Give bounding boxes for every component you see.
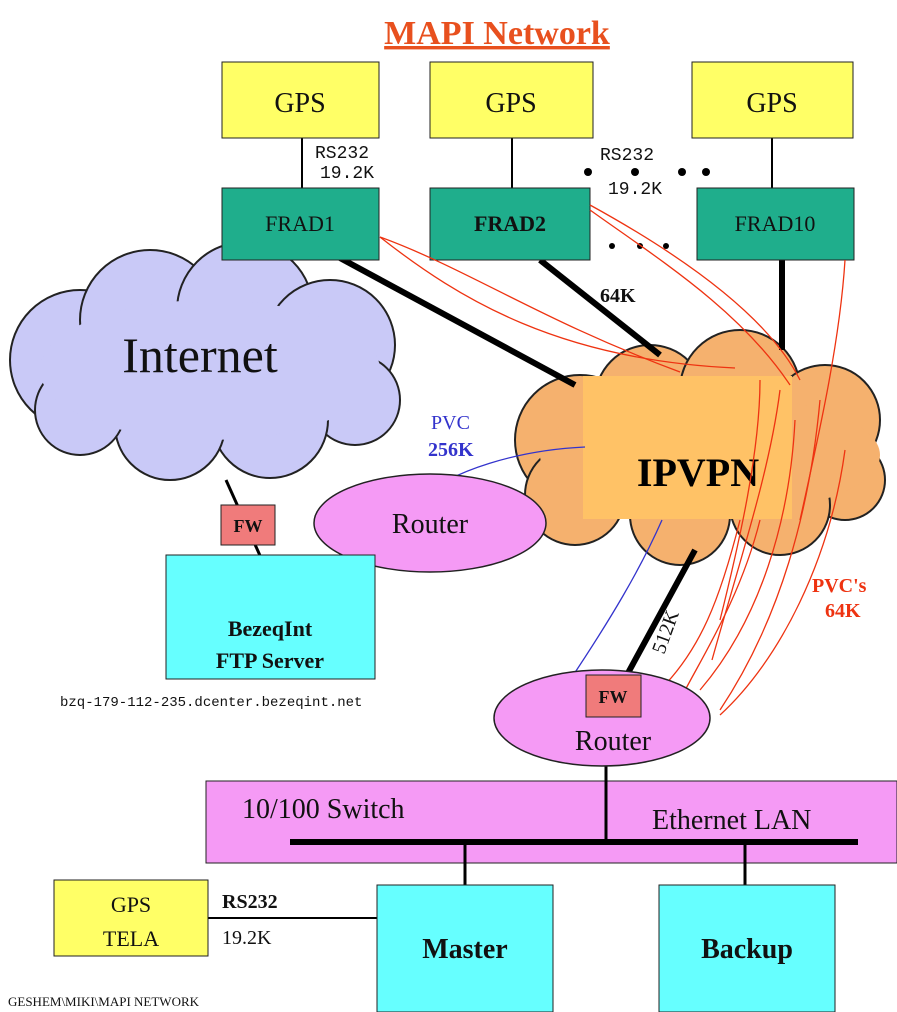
link-ipvpn-router — [625, 548, 698, 675]
link-64k-label: 64K — [600, 285, 636, 307]
ftp-server-name: BezeqInt — [228, 616, 313, 641]
switch-label: 10/100 Switch — [242, 794, 405, 825]
tela-rs232-speed: 19.2K — [222, 927, 272, 949]
ethernet-switch — [205, 780, 897, 864]
ftp-server-type: FTP Server — [216, 648, 324, 673]
frad-label-2: FRAD2 — [474, 211, 546, 236]
gps-label-2: GPS — [485, 88, 536, 119]
gps-tela-box: GPS TELA — [53, 879, 209, 957]
router-lower: Router — [493, 669, 711, 767]
gps-box-2: GPS — [429, 61, 594, 139]
footer-caption: GESHEM\MIKI\MAPI NETWORK — [8, 994, 200, 1009]
pvc-label: PVC — [431, 412, 470, 434]
link-frad1-ipvpn — [338, 255, 577, 388]
ipvpn-label: IPVPN — [637, 450, 759, 495]
master-server: Master — [376, 884, 554, 1012]
lan-label: Ethernet LAN — [652, 805, 811, 836]
router-left-label: Router — [392, 509, 469, 540]
gps-tela-label-1: GPS — [111, 892, 151, 917]
firewall-internet: FW — [220, 504, 276, 546]
backup-server: Backup — [658, 884, 836, 1012]
firewall-router: FW — [585, 674, 642, 718]
frad-label-1: FRAD1 — [265, 211, 335, 236]
frad-box-1: FRAD1 — [221, 187, 380, 261]
diagram-title: MAPI Network — [384, 15, 610, 52]
gps-tela-label-2: TELA — [103, 926, 159, 951]
router-left: Router — [313, 473, 547, 573]
gps-box-1: GPS — [221, 61, 380, 139]
gps-label-1: GPS — [274, 88, 325, 119]
firewall-router-label: FW — [599, 687, 628, 707]
internet-cloud: Internet — [9, 241, 401, 481]
rs232-label-2: RS232 — [600, 146, 654, 166]
pvc-lines-red — [379, 204, 846, 716]
backup-label: Backup — [701, 934, 793, 965]
ellipsis-dots-upper — [584, 168, 710, 176]
firewall-internet-label: FW — [234, 516, 263, 536]
gps-label-3: GPS — [746, 88, 797, 119]
link-frad2-ipvpn — [538, 257, 662, 358]
rs232-label-1: RS232 — [315, 144, 369, 164]
frad-box-2: FRAD2 — [429, 187, 591, 261]
pvcs-label: PVC's — [812, 575, 867, 597]
ftp-server: BezeqInt FTP Server — [165, 554, 376, 680]
link-512k-label: 512K — [648, 607, 684, 657]
pvc-speed: 256K — [428, 439, 474, 461]
frad-box-3: FRAD10 — [696, 187, 855, 261]
pvcs-speed: 64K — [825, 600, 861, 622]
frad-label-3: FRAD10 — [735, 211, 816, 236]
internet-label: Internet — [122, 327, 278, 383]
rs232-speed-2: 19.2K — [608, 180, 662, 200]
tela-rs232-label: RS232 — [222, 891, 278, 913]
rs232-speed-1: 19.2K — [320, 164, 374, 184]
ftp-host: bzq-179-112-235.dcenter.bezeqint.net — [60, 695, 362, 711]
master-label: Master — [422, 934, 508, 965]
router-lower-label: Router — [575, 726, 652, 757]
gps-box-3: GPS — [691, 61, 854, 139]
ipvpn-box — [583, 376, 792, 519]
